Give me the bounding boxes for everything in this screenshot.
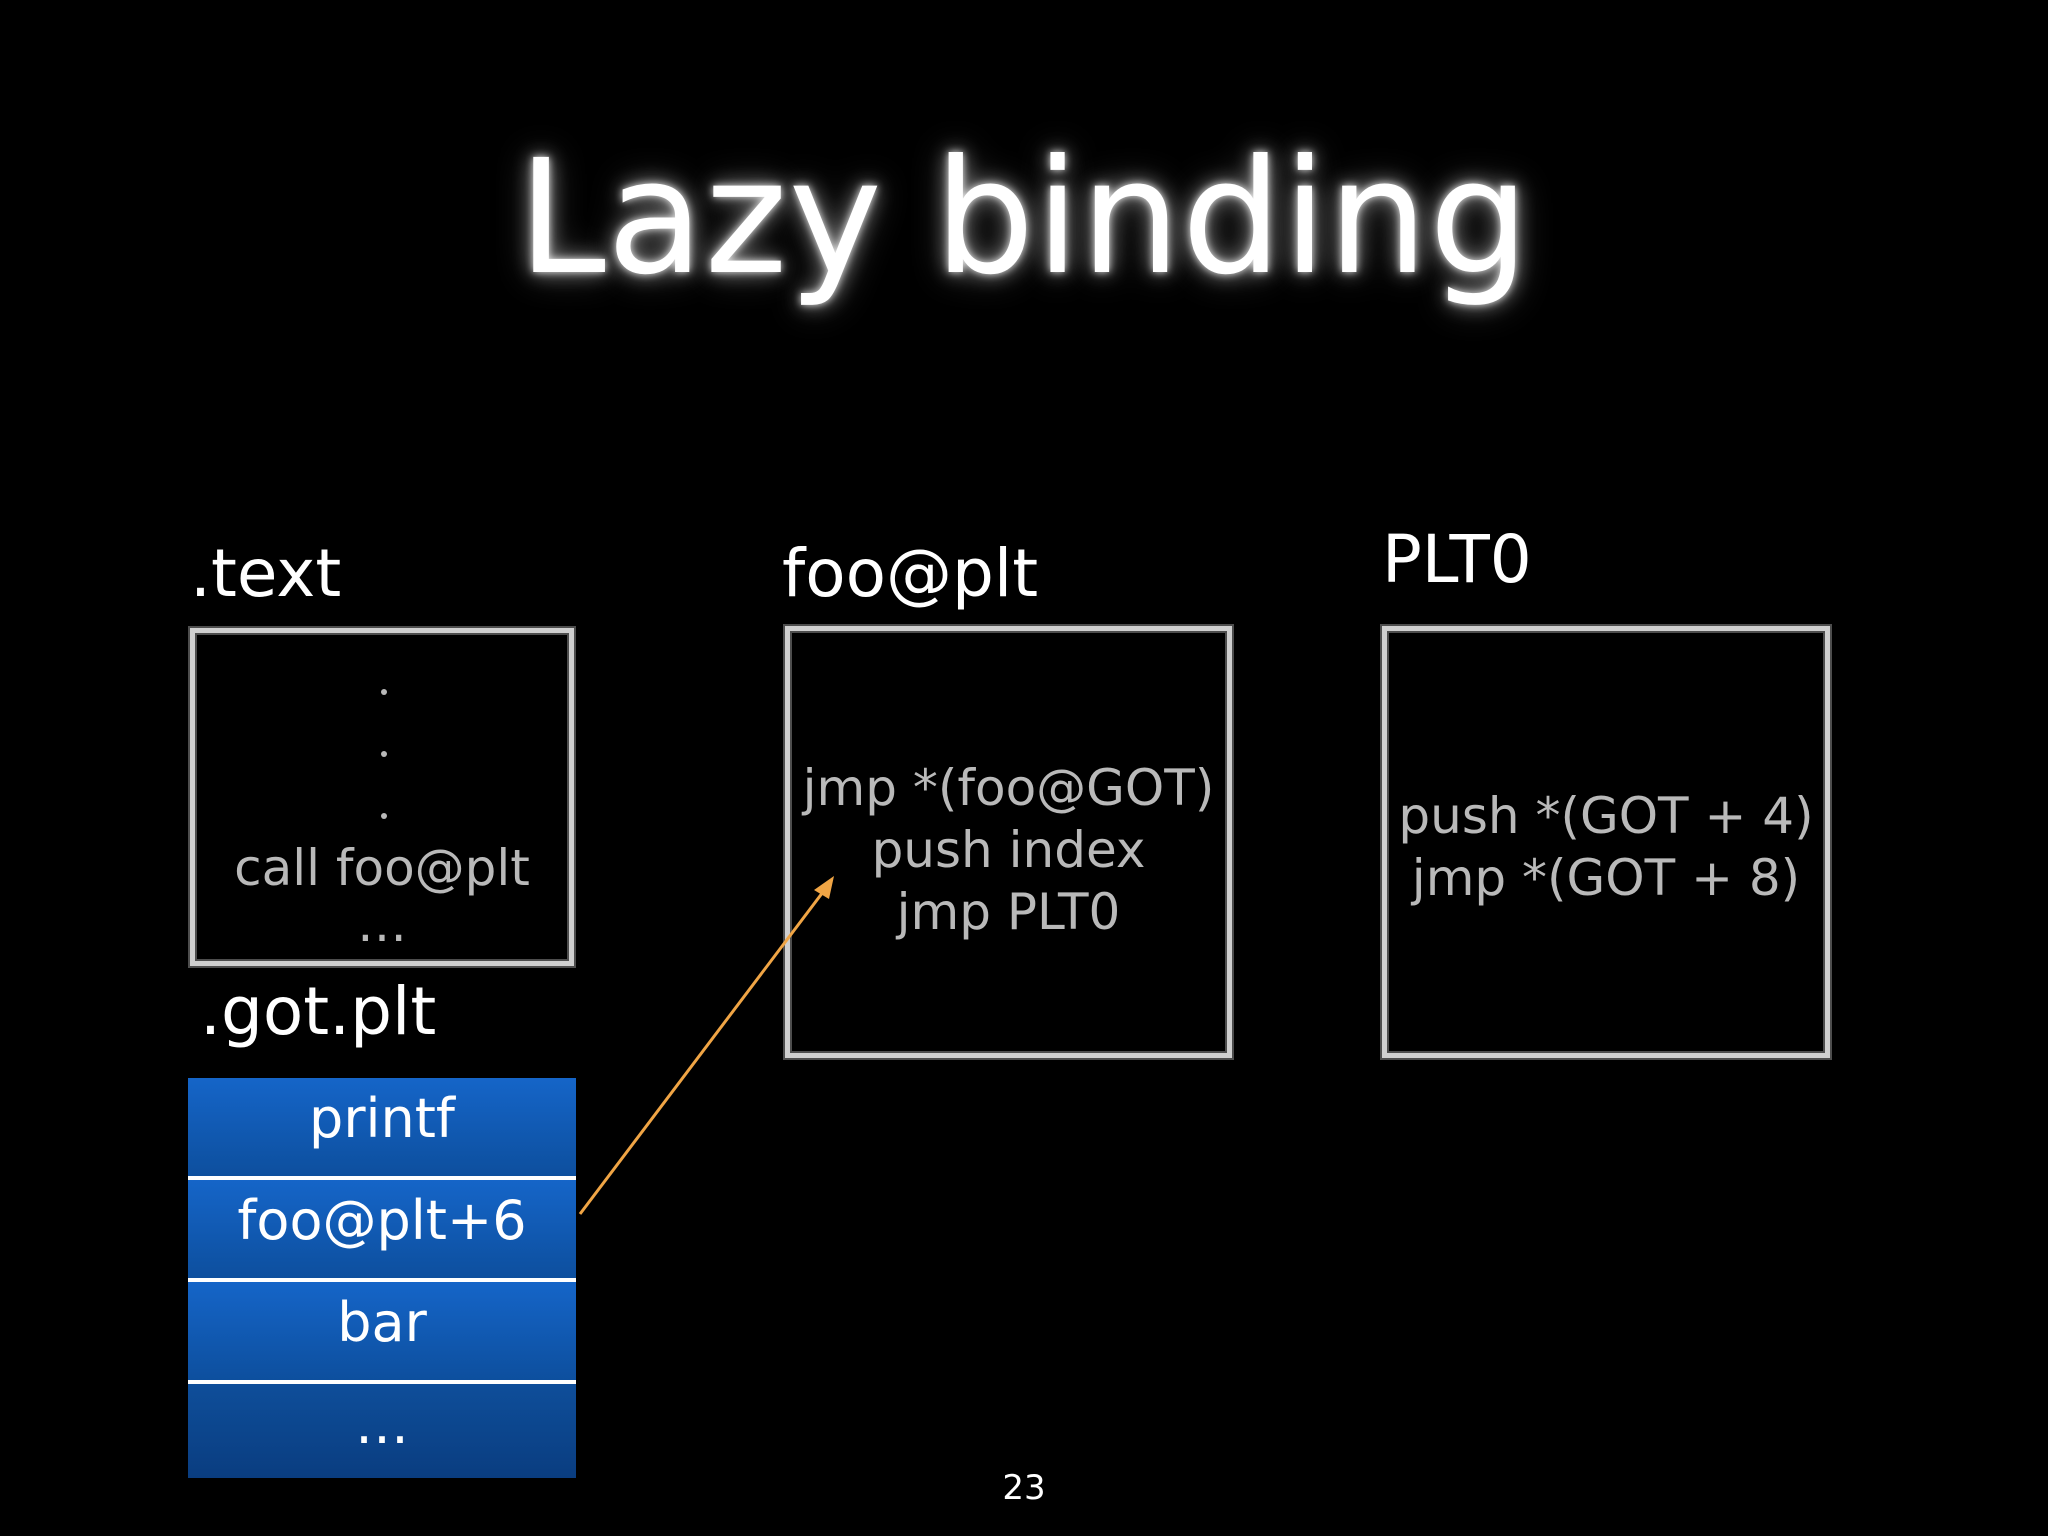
text-ellipsis: …	[357, 895, 407, 953]
got-plt-table: printf foo@plt+6 bar …	[188, 1078, 576, 1478]
page-number: 23	[1002, 1468, 1046, 1508]
foo-plt-label: foo@plt	[782, 535, 1039, 612]
plt0-box: push *(GOT + 4) jmp *(GOT + 8)	[1382, 626, 1830, 1058]
foo-plt-box: jmp *(foo@GOT) push index jmp PLT0	[785, 626, 1232, 1058]
got-plt-label: .got.plt	[200, 973, 437, 1050]
foo-plt-line-1: jmp *(foo@GOT)	[802, 759, 1215, 817]
slide-title: Lazy binding	[517, 126, 1531, 310]
ellipsis-dot	[381, 689, 387, 695]
call-instruction: call foo@plt	[234, 839, 530, 897]
got-entry-printf: printf	[188, 1078, 576, 1180]
text-section-box: call foo@plt …	[190, 628, 574, 966]
plt0-line-2: jmp *(GOT + 8)	[1411, 849, 1801, 907]
ellipsis-dot	[381, 813, 387, 819]
text-section-label: .text	[190, 535, 342, 612]
ellipsis-dot	[381, 751, 387, 757]
got-entry-foo: foo@plt+6	[188, 1180, 576, 1282]
plt0-label: PLT0	[1382, 521, 1532, 598]
plt0-line-1: push *(GOT + 4)	[1398, 787, 1814, 845]
got-entry-ellipsis: …	[188, 1384, 576, 1478]
got-entry-bar: bar	[188, 1282, 576, 1384]
foo-plt-line-3: jmp PLT0	[896, 883, 1121, 941]
foo-plt-line-2: push index	[871, 821, 1146, 879]
